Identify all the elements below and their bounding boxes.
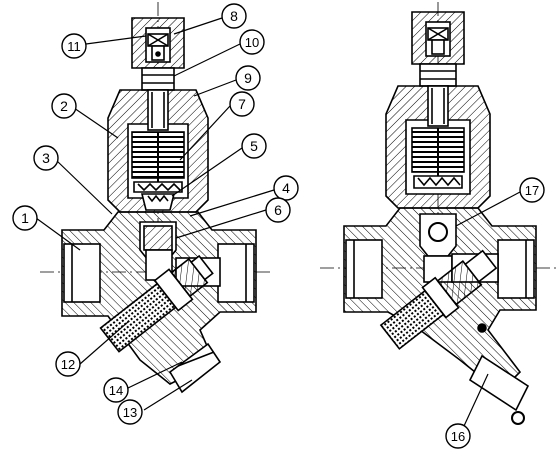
callout-2: 2: [51, 93, 77, 119]
left-valve: [40, 2, 272, 394]
callout-label: 12: [61, 357, 75, 372]
callout-label: 16: [451, 429, 465, 444]
callout-label: 5: [250, 138, 258, 154]
callout-label: 1: [21, 210, 29, 226]
callout-label: 11: [67, 39, 81, 54]
callout-label: 2: [60, 98, 68, 114]
callout-10: 10: [239, 29, 265, 55]
callout-label: 14: [109, 383, 123, 398]
callout-4: 4: [273, 175, 299, 201]
right-valve: [320, 2, 556, 425]
callout-13: 13: [117, 399, 143, 425]
callout-12: 12: [55, 351, 81, 377]
callouts: 1 2 3 4 5 6 7 8: [12, 3, 545, 449]
callout-5: 5: [241, 133, 267, 159]
callout-8: 8: [221, 3, 247, 29]
callout-7: 7: [229, 91, 255, 117]
callout-label: 3: [42, 150, 50, 166]
callout-9: 9: [235, 65, 261, 91]
drain-valve: [468, 354, 530, 412]
callout-label: 7: [238, 96, 246, 112]
callout-1: 1: [12, 205, 38, 231]
drain-plug: [168, 342, 222, 394]
callout-17: 17: [519, 177, 545, 203]
callout-label: 6: [274, 202, 282, 218]
callout-label: 13: [123, 405, 137, 420]
callout-label: 17: [525, 183, 539, 198]
callout-label: 4: [282, 180, 290, 196]
callout-3: 3: [33, 145, 59, 171]
callout-14: 14: [103, 377, 129, 403]
callout-label: 8: [230, 8, 238, 24]
callout-11: 11: [61, 33, 87, 59]
callout-label: 9: [244, 70, 252, 86]
callout-16: 16: [445, 423, 471, 449]
callout-leaders: [35, 17, 521, 427]
callout-label: 10: [245, 35, 259, 50]
callout-6: 6: [265, 197, 291, 223]
